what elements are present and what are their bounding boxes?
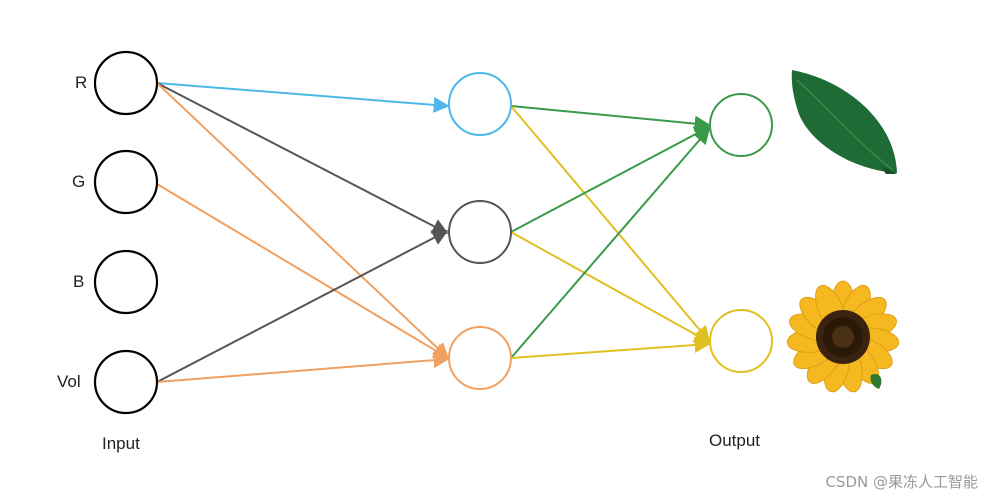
input-node-vol bbox=[93, 349, 159, 415]
hidden-node-top bbox=[448, 72, 512, 136]
edge-vol-to-hidden-mid bbox=[156, 230, 449, 383]
input-caption: Input bbox=[102, 434, 140, 453]
hidden-output-edges bbox=[510, 105, 711, 359]
edge-hidden-bottom-to-output-top bbox=[510, 127, 711, 359]
hidden-layer bbox=[448, 72, 512, 390]
edge-hidden-mid-to-output-bottom bbox=[510, 231, 711, 343]
edge-hidden-bottom-to-output-bottom bbox=[510, 337, 711, 359]
edge-r-to-hidden-top bbox=[156, 82, 450, 113]
input-node-b bbox=[93, 249, 159, 315]
sunflower-icon bbox=[786, 280, 900, 393]
output-caption: Output bbox=[709, 431, 760, 450]
input-label-vol: Vol bbox=[57, 372, 81, 391]
edge-hidden-top-to-output-bottom bbox=[510, 105, 711, 343]
output-layer bbox=[709, 93, 773, 373]
output-node-bottom bbox=[709, 309, 773, 373]
leaf-icon bbox=[791, 70, 897, 174]
edge-r-to-hidden-bottom bbox=[156, 82, 450, 360]
hidden-node-bottom bbox=[448, 326, 512, 390]
edge-r-to-hidden-mid bbox=[156, 82, 449, 234]
input-label-b: B bbox=[73, 272, 84, 291]
input-node-r bbox=[93, 50, 159, 116]
watermark: CSDN @果冻人工智能 bbox=[825, 473, 978, 491]
output-node-top bbox=[709, 93, 773, 157]
input-node-g bbox=[93, 149, 159, 215]
input-layer bbox=[93, 50, 159, 415]
edge-hidden-top-to-output-top bbox=[510, 105, 711, 132]
input-label-r: R bbox=[75, 73, 87, 92]
input-label-g: G bbox=[72, 172, 85, 191]
edge-g-to-hidden-bottom bbox=[156, 183, 450, 359]
edge-vol-to-hidden-bottom bbox=[156, 352, 450, 383]
hidden-node-mid bbox=[448, 200, 512, 264]
input-hidden-edges bbox=[156, 82, 450, 383]
edge-hidden-mid-to-output-top bbox=[510, 126, 711, 233]
